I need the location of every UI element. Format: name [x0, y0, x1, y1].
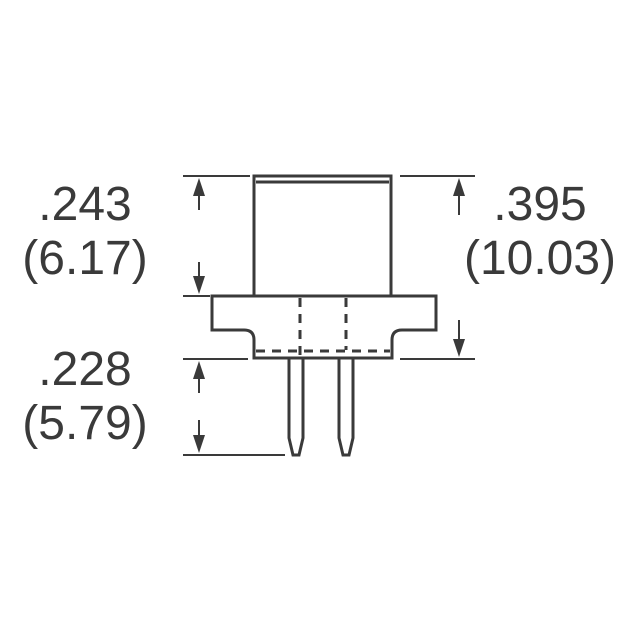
component-body: [252, 174, 393, 298]
dimension-arrows: [193, 178, 465, 453]
total-height-mm: (10.03): [463, 232, 617, 285]
component-flange: [210, 294, 438, 360]
pin-length-inch: .228: [38, 343, 132, 396]
total-height-dimension: .395 (10.03): [440, 178, 640, 286]
body-height-dimension: .243 (6.17): [0, 178, 170, 286]
pin-left: [287, 359, 305, 457]
pin-length-mm: (5.79): [22, 397, 148, 450]
pin-right: [337, 359, 355, 457]
body-height-mm: (6.17): [22, 232, 148, 285]
total-height-inch: .395: [493, 178, 587, 231]
body-height-inch: .243: [38, 178, 132, 231]
pin-length-dimension: .228 (5.79): [0, 343, 170, 451]
